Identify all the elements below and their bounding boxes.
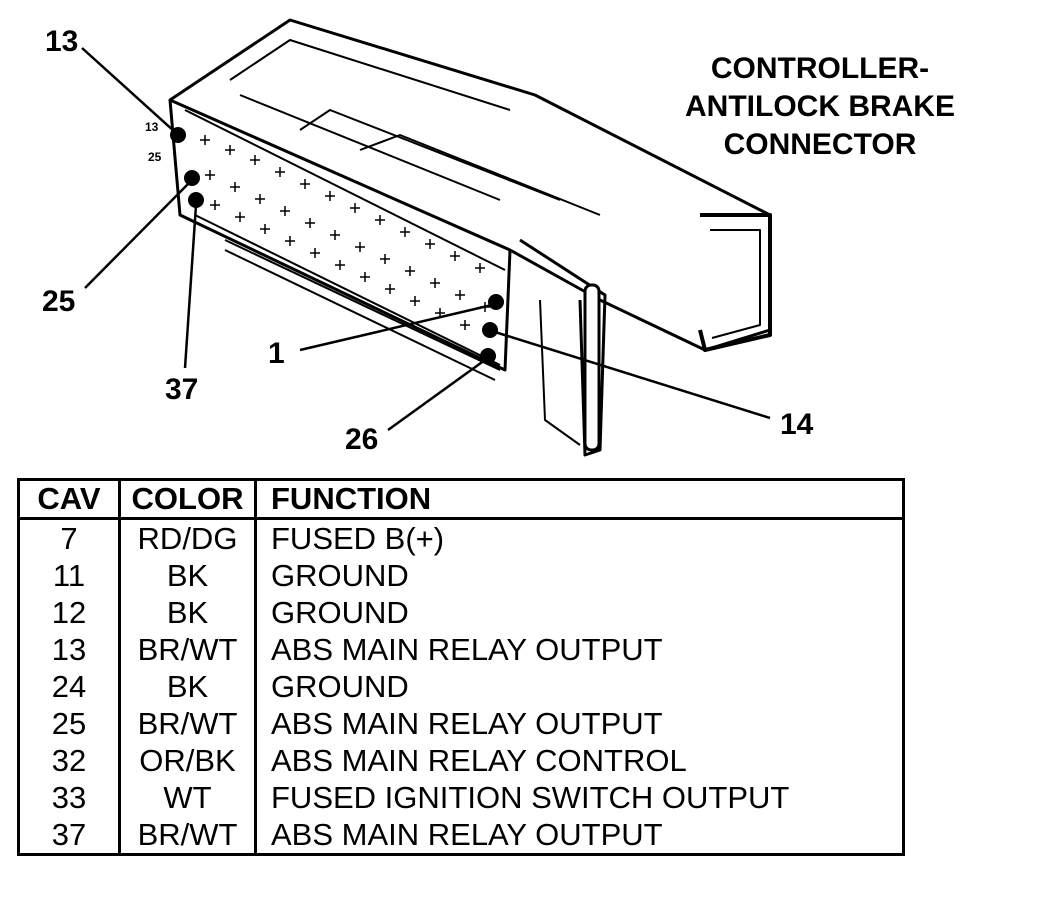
- cell-color: BR/WT: [118, 631, 257, 668]
- cell-function: FUSED B(+): [254, 518, 905, 557]
- table-row: 33 WT FUSED IGNITION SWITCH OUTPUT: [17, 779, 905, 816]
- title-line-1: CONTROLLER-: [710, 52, 930, 85]
- table-header-row: CAV COLOR FUNCTION: [17, 478, 905, 520]
- cell-color: RD/DG: [118, 518, 257, 557]
- header-cav: CAV: [17, 478, 121, 520]
- cell-cav: 25: [17, 705, 121, 742]
- cell-function: GROUND: [254, 557, 905, 594]
- cell-color: BR/WT: [118, 705, 257, 742]
- cell-function: GROUND: [254, 668, 905, 705]
- callout-13: 13: [45, 25, 79, 58]
- cell-cav: 37: [17, 816, 121, 856]
- small-label-13: 13: [145, 120, 159, 134]
- cell-cav: 13: [17, 631, 121, 668]
- cell-function: ABS MAIN RELAY OUTPUT: [254, 816, 905, 856]
- cell-color: BK: [118, 668, 257, 705]
- title-line-3: CONNECTOR: [723, 128, 917, 161]
- title-line-2: ANTILOCK BRAKE: [685, 90, 955, 123]
- callout-1: 1: [268, 337, 285, 370]
- diagram-title: CONTROLLER- ANTILOCK BRAKE CONNECTOR: [640, 50, 1000, 164]
- table-row: 7 RD/DG FUSED B(+): [17, 518, 905, 557]
- cell-cav: 32: [17, 742, 121, 779]
- callout-14: 14: [780, 408, 814, 441]
- cell-cav: 7: [17, 518, 121, 557]
- callout-37: 37: [165, 373, 199, 406]
- cell-color: OR/BK: [118, 742, 257, 779]
- cell-function: FUSED IGNITION SWITCH OUTPUT: [254, 779, 905, 816]
- cell-cav: 12: [17, 594, 121, 631]
- callout-26: 26: [345, 423, 379, 456]
- table-row: 11 BK GROUND: [17, 557, 905, 594]
- cell-color: BK: [118, 594, 257, 631]
- cell-function: ABS MAIN RELAY CONTROL: [254, 742, 905, 779]
- cell-color: WT: [118, 779, 257, 816]
- table-row: 13 BR/WT ABS MAIN RELAY OUTPUT: [17, 631, 905, 668]
- cell-color: BR/WT: [118, 816, 257, 856]
- cell-color: BK: [118, 557, 257, 594]
- small-label-25: 25: [148, 150, 162, 164]
- table-row: 25 BR/WT ABS MAIN RELAY OUTPUT: [17, 705, 905, 742]
- connector-diagram: CONTROLLER- ANTILOCK BRAKE CONNECTOR 13 …: [42, 18, 1000, 457]
- cell-cav: 11: [17, 557, 121, 594]
- header-color: COLOR: [118, 478, 257, 520]
- callout-25: 25: [42, 285, 76, 318]
- connector-drawing: [81, 18, 772, 457]
- cell-function: GROUND: [254, 594, 905, 631]
- cell-function: ABS MAIN RELAY OUTPUT: [254, 705, 905, 742]
- pinout-table: CAV COLOR FUNCTION 7 RD/DG FUSED B(+) 11…: [17, 478, 905, 856]
- table-row: 24 BK GROUND: [17, 668, 905, 705]
- cell-cav: 33: [17, 779, 121, 816]
- header-function: FUNCTION: [254, 478, 905, 520]
- cell-function: ABS MAIN RELAY OUTPUT: [254, 631, 905, 668]
- table-row: 12 BK GROUND: [17, 594, 905, 631]
- cell-cav: 24: [17, 668, 121, 705]
- table-row: 32 OR/BK ABS MAIN RELAY CONTROL: [17, 742, 905, 779]
- table-row: 37 BR/WT ABS MAIN RELAY OUTPUT: [17, 816, 905, 856]
